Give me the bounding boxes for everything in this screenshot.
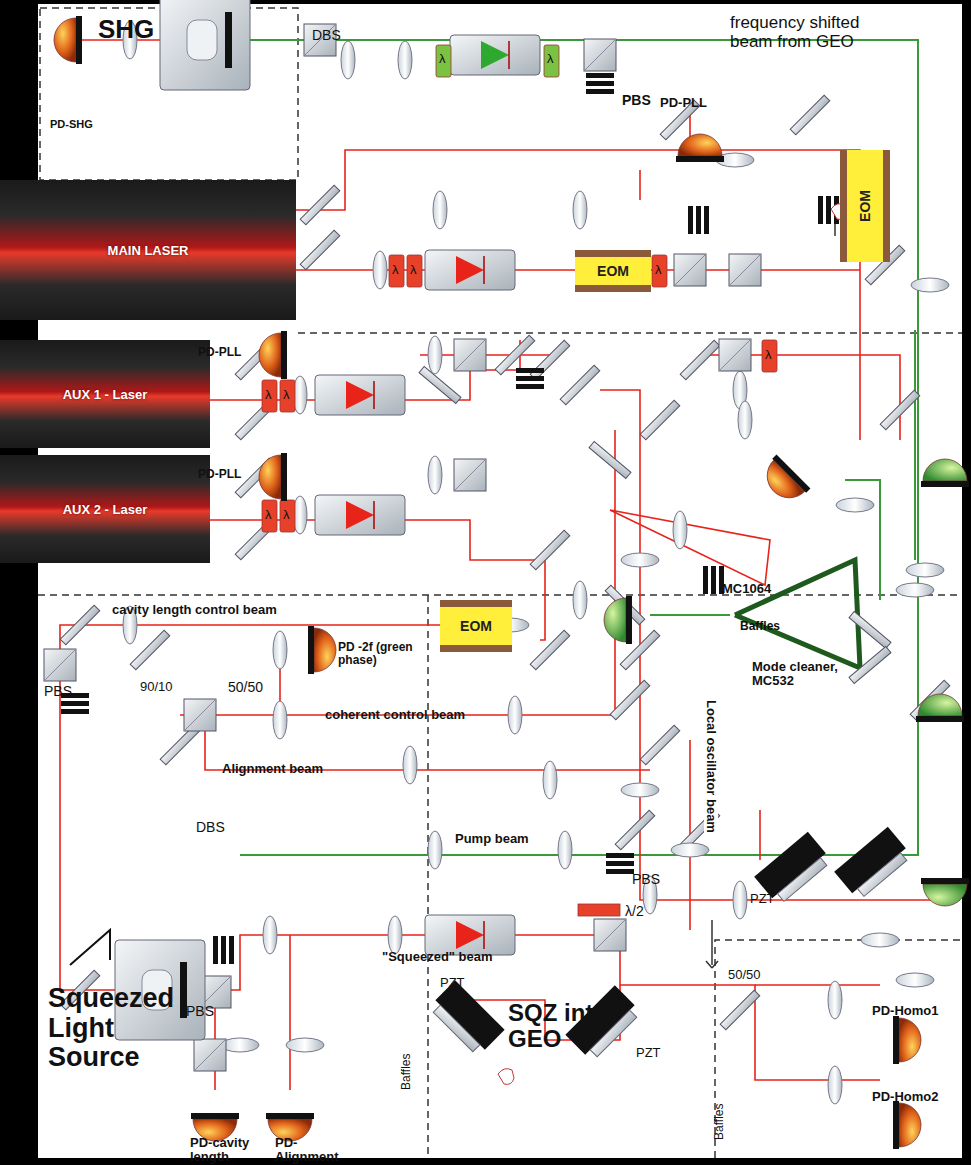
node-label: EOM xyxy=(460,618,492,634)
component-label: PZT xyxy=(636,1046,661,1060)
waveplate-symbol: λ xyxy=(655,263,662,277)
component-label: PD-cavity length xyxy=(190,1136,260,1165)
component-label: SQZ into GEO xyxy=(508,1000,618,1053)
component-label: PBS xyxy=(632,872,660,887)
component-label: PZT xyxy=(440,976,465,990)
component-label: Local oscillator beam xyxy=(704,700,718,833)
eom-box: EOM xyxy=(440,600,512,652)
node-label: AUX 2 - Laser xyxy=(63,502,148,517)
eom-box: EOM xyxy=(840,150,890,262)
component-label: 90/10 xyxy=(140,680,173,694)
component-label: PBS xyxy=(186,1004,214,1019)
component-label: PD-Homo1 xyxy=(872,1004,938,1018)
component-label: DBS xyxy=(312,28,341,43)
component-label: PBS xyxy=(622,93,651,108)
node-label: EOM xyxy=(857,190,873,222)
component-label: PD-PLL xyxy=(660,96,707,110)
node-label: SHG xyxy=(98,14,154,45)
laser-box: AUX 1 - Laser xyxy=(0,340,210,448)
component-label: PD-PLL xyxy=(198,346,241,359)
component-label: frequency shifted beam from GEO xyxy=(730,14,905,51)
component-label: DBS xyxy=(196,820,225,835)
component-label: Baffles xyxy=(713,1104,726,1140)
component-label: coherent control beam xyxy=(325,708,465,722)
component-label: PD -2f (green phase) xyxy=(338,641,448,667)
component-label: MC1064 xyxy=(722,582,771,596)
waveplate-symbol: λ/2 xyxy=(625,904,644,919)
waveplate-symbol: λ xyxy=(410,263,417,277)
waveplate-symbol: λ xyxy=(765,348,772,362)
node-label: EOM xyxy=(597,263,629,279)
component-label: PD-Homo2 xyxy=(872,1090,938,1104)
setup-region: SHG xyxy=(40,8,298,180)
component-label: PD-Alignment xyxy=(275,1136,355,1165)
component-label: "Squeezed" beam xyxy=(382,950,493,964)
eom-box: EOM xyxy=(575,250,651,292)
laser-box: MAIN LASER xyxy=(0,180,296,320)
waveplate-symbol: λ xyxy=(283,388,290,402)
component-label: Baffles xyxy=(740,620,780,633)
component-label: Squeezed Light Source xyxy=(48,984,198,1073)
component-label: Baffles xyxy=(400,1054,413,1090)
component-label: Mode cleaner, MC532 xyxy=(752,660,862,689)
component-label: Pump beam xyxy=(455,832,529,846)
component-label: 50/50 xyxy=(728,968,761,982)
component-label: Alignment beam xyxy=(222,762,323,776)
laser-box: AUX 2 - Laser xyxy=(0,455,210,563)
node-label: MAIN LASER xyxy=(108,243,189,258)
waveplate-symbol: λ xyxy=(265,508,272,522)
waveplate-symbol: λ xyxy=(283,508,290,522)
component-label: PZT xyxy=(750,892,775,906)
waveplate-symbol: λ xyxy=(265,388,272,402)
component-label: PD-SHG xyxy=(50,118,93,130)
component-label: PBS xyxy=(44,684,72,699)
waveplate-symbol: λ xyxy=(547,52,554,66)
component-label: cavity length control beam xyxy=(112,603,277,617)
waveplate-symbol: λ xyxy=(439,52,446,66)
component-label: 50/50 xyxy=(228,680,263,695)
component-label: PD-PLL xyxy=(198,468,241,481)
waveplate-symbol: λ xyxy=(392,263,399,277)
node-label: AUX 1 - Laser xyxy=(63,387,148,402)
